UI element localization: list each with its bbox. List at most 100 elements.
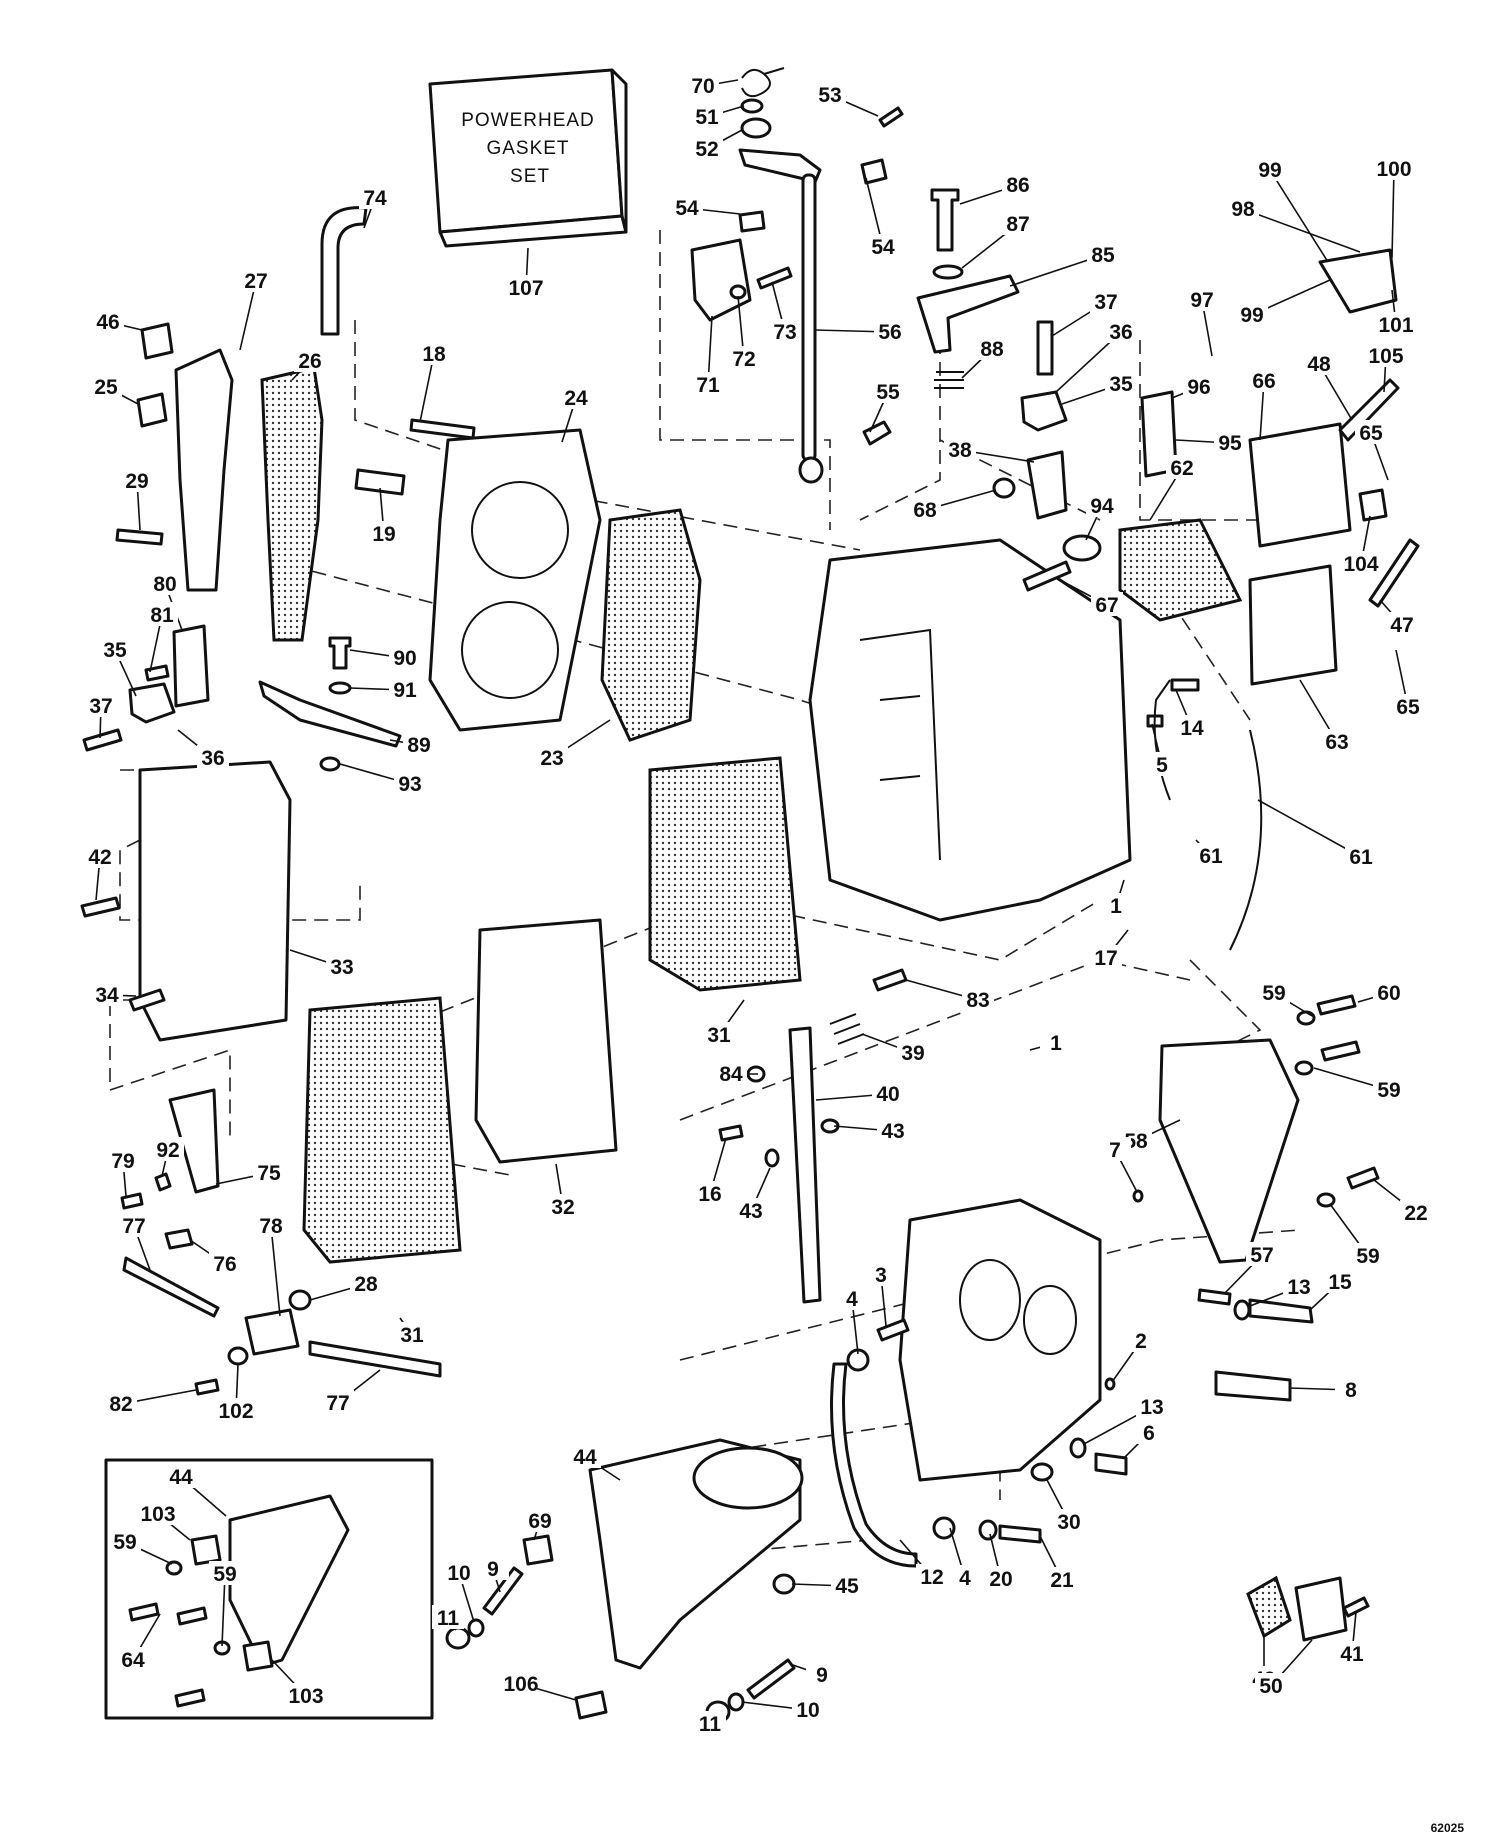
gasket-62 [1118,518,1243,622]
callout-background-97 [1186,287,1218,311]
screw-73 [756,266,793,290]
part-callout-56: 56 [878,321,901,344]
callout-background-25 [90,374,122,398]
part-callout-15: 15 [1328,1271,1352,1294]
callout-background-101 [1380,312,1412,336]
part-callout-13: 13 [1287,1276,1310,1299]
callout-background-59 [1373,1077,1405,1101]
bolt-86 [930,188,960,252]
bolt-9-upper [482,1566,524,1616]
leader-line-98 [1242,208,1361,253]
bolt-67 [1022,560,1072,592]
part-callout-103: 103 [140,1503,175,1526]
gasket-26 [260,366,324,642]
part-callout-86: 86 [1006,174,1029,197]
bolt-60-a [1316,994,1357,1016]
callout-background-9 [477,1556,509,1580]
part-callout-92: 92 [156,1139,179,1162]
callout-background-48 [1303,351,1335,375]
callout-background-69 [524,1508,556,1532]
washer-93 [319,756,341,772]
part-callout-53: 53 [818,84,841,107]
cover-66 [1248,422,1352,548]
part-callout-105: 105 [1368,345,1403,368]
part-callout-61: 61 [1349,846,1373,869]
callout-background-1 [1100,893,1132,917]
callout-background-11 [694,1711,726,1735]
hose-48 [1338,378,1400,442]
callout-background-61 [1195,843,1227,867]
screw-16 [718,1124,744,1142]
part-callout-10: 10 [447,1562,470,1585]
callout-background-77 [118,1213,150,1237]
part-callout-74: 74 [363,187,387,210]
part-callout-24: 24 [564,387,588,410]
callout-background-104 [1345,551,1377,575]
part-callout-52: 52 [695,138,718,161]
callout-background-4 [836,1286,868,1310]
pin-55 [862,420,892,446]
clip-104 [1358,488,1388,522]
callout-background-33 [326,954,358,978]
powerhead-gasket-set-box [428,68,628,248]
callout-background-90 [389,645,421,669]
callout-background-75 [253,1160,285,1184]
switch-35-top [1020,390,1068,432]
part-callout-46: 46 [96,311,119,334]
part-callout-98: 98 [1231,198,1255,221]
part-callout-104: 104 [1343,553,1378,576]
callout-background-34 [91,982,123,1006]
callout-background-86 [1002,172,1034,196]
clip-92 [154,1172,172,1192]
callout-background-100 [1378,156,1410,180]
part-callout-81: 81 [150,604,174,627]
part-callout-5: 5 [1156,754,1168,777]
callout-background-59 [1258,980,1290,1004]
part-callout-16: 16 [698,1183,721,1206]
leader-line-27 [239,280,257,351]
part-callout-9: 9 [816,1664,828,1687]
callout-background-11 [432,1605,464,1629]
part-callout-18: 18 [422,343,446,366]
mount-bearing-44 [692,1446,804,1510]
hose-12 [830,1362,918,1568]
part-callout-61: 61 [1199,845,1223,868]
part-callout-12: 12 [920,1566,943,1589]
callout-background-59 [109,1529,141,1553]
callout-background-99 [1236,302,1268,326]
clamp-4-lower [932,1516,956,1540]
callout-background-54 [671,195,703,219]
callout-background-31 [703,1022,735,1046]
lever-89 [258,680,402,748]
washer-51 [740,98,764,114]
part-callout-54: 54 [871,236,895,259]
callout-background-74 [359,185,391,209]
screw-34 [128,988,166,1012]
part-callout-102: 102 [218,1400,253,1423]
washer-91 [328,681,352,695]
callout-background-68 [909,497,941,521]
cylinder-head-bore-upper [471,481,569,579]
callout-background-80 [149,571,181,595]
bolt-90 [328,636,352,670]
callout-background-57 [1246,1242,1278,1266]
part-callout-54: 54 [675,197,699,220]
part-callout-35: 35 [1109,373,1133,396]
callout-background-64 [117,1647,149,1671]
part-callout-76: 76 [213,1253,236,1276]
bolt-8 [1214,1370,1292,1402]
screw-41 [1342,1596,1370,1618]
part-callout-1: 1 [1050,1032,1062,1055]
part-callout-13: 13 [1140,1396,1163,1419]
callout-background-36 [197,745,229,769]
rod-56 [801,173,817,462]
callout-background-44 [165,1464,197,1488]
nut-11-upper [445,1626,471,1650]
part-callout-68: 68 [913,499,937,522]
callout-background-92 [152,1137,184,1161]
screw-37-top [1036,320,1054,376]
part-callout-59: 59 [1377,1079,1400,1102]
part-callout-22: 22 [1404,1202,1427,1225]
callout-background-23 [536,745,568,769]
callout-background-10 [792,1697,824,1721]
